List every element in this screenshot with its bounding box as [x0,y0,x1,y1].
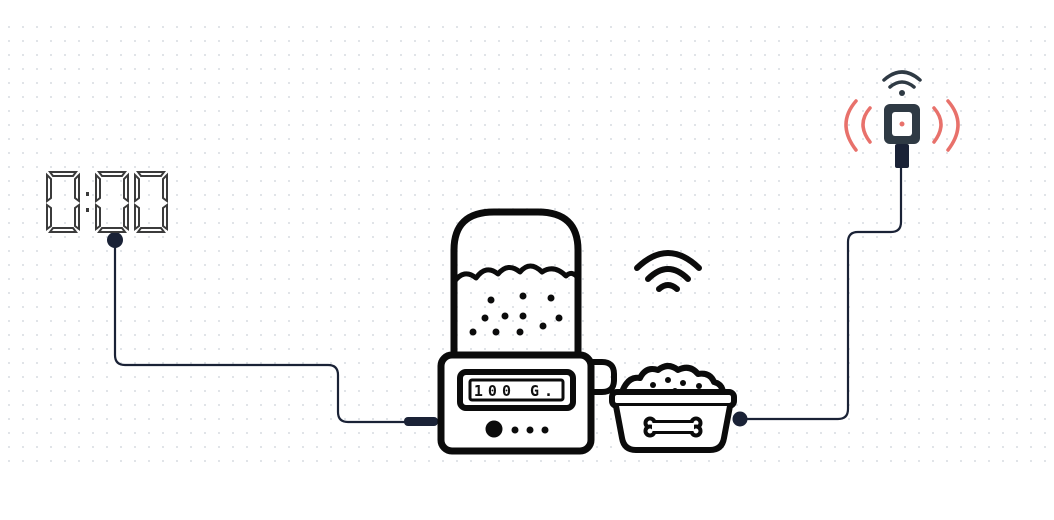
clock-display [46,171,168,233]
feeder-kibble [469,292,563,336]
feeder-lcd-inner [468,378,565,402]
feeder-button-1[interactable] [511,426,519,434]
bowl-rim [609,389,737,409]
clock-colon [86,192,89,212]
sensor-led [899,121,905,127]
sensor-signal-waves [844,99,960,152]
sensor-wifi-icon [882,70,922,89]
clock-digit-hours [46,171,80,233]
wire-node-clock [107,232,123,248]
feeder-hopper [450,208,582,356]
wireless-sensor-icon [844,70,960,168]
wire-plug-feeder [404,417,438,426]
food-bowl-icon [609,363,737,453]
bowl-food-mound [619,363,726,394]
feeder-button-2[interactable] [526,426,534,434]
pet-feeder-icon: 100 G. [437,208,617,455]
sensor-wifi-dot [899,90,905,96]
feeder-power-button[interactable] [485,420,503,438]
wire-node-bowl [732,411,748,427]
feeder-side-handle [591,359,617,395]
wire-clock-to-feeder [113,240,412,424]
clock-digit-minutes-tens [95,171,129,233]
feeder-food-surface [451,263,580,284]
bone-icon [643,416,703,438]
wire-bowl-to-sensor [740,168,903,421]
feeder-button-3[interactable] [541,426,549,434]
feeder-display-text: 100 G. [474,382,558,400]
sensor-connector [895,144,909,168]
clock-digit-minutes-ones [134,171,168,233]
wifi-icon [634,250,702,292]
